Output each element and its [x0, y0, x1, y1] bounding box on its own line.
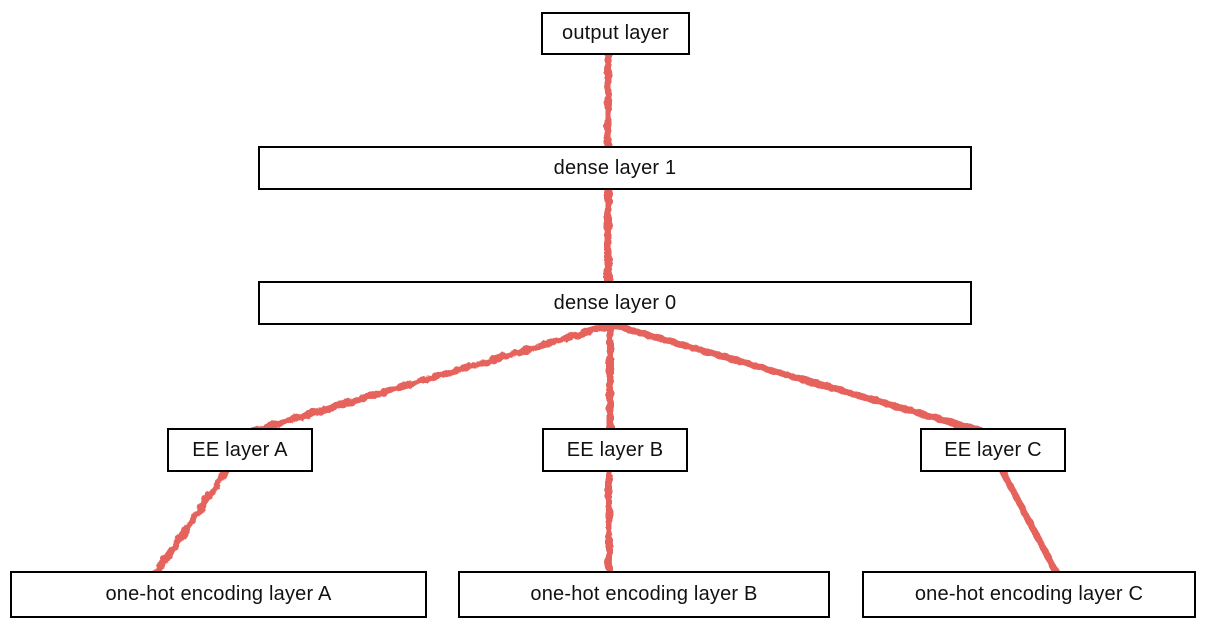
- edge-ee-c-onehot-c: [998, 466, 1061, 578]
- node-dense-layer-0-label: dense layer 0: [553, 291, 677, 314]
- node-ee-layer-b: EE layer B: [542, 428, 688, 472]
- node-ee-layer-a-label: EE layer A: [192, 438, 288, 461]
- node-ee-layer-c-label: EE layer C: [944, 438, 1042, 461]
- node-output-layer-label: output layer: [562, 22, 669, 44]
- node-dense-layer-1-label: dense layer 1: [553, 156, 677, 179]
- node-onehot-layer-c-label: one-hot encoding layer C: [914, 583, 1144, 605]
- edge-dense0-ee-a: [248, 321, 615, 435]
- node-onehot-layer-b-label: one-hot encoding layer B: [530, 583, 758, 605]
- edge-dense0-ee-c: [610, 321, 992, 437]
- node-ee-layer-b-label: EE layer B: [566, 438, 664, 461]
- node-output-layer: output layer: [541, 12, 690, 55]
- node-onehot-layer-a: one-hot encoding layer A: [10, 571, 427, 618]
- edge-ee-a-onehot-a: [152, 467, 230, 577]
- node-ee-layer-a: EE layer A: [167, 428, 313, 472]
- node-dense-layer-0: dense layer 0: [258, 281, 972, 325]
- node-onehot-layer-c: one-hot encoding layer C: [862, 571, 1196, 618]
- node-ee-layer-c: EE layer C: [920, 428, 1066, 472]
- node-dense-layer-1: dense layer 1: [258, 146, 972, 190]
- node-onehot-layer-b: one-hot encoding layer B: [458, 571, 830, 618]
- node-onehot-layer-a-label: one-hot encoding layer A: [105, 583, 332, 605]
